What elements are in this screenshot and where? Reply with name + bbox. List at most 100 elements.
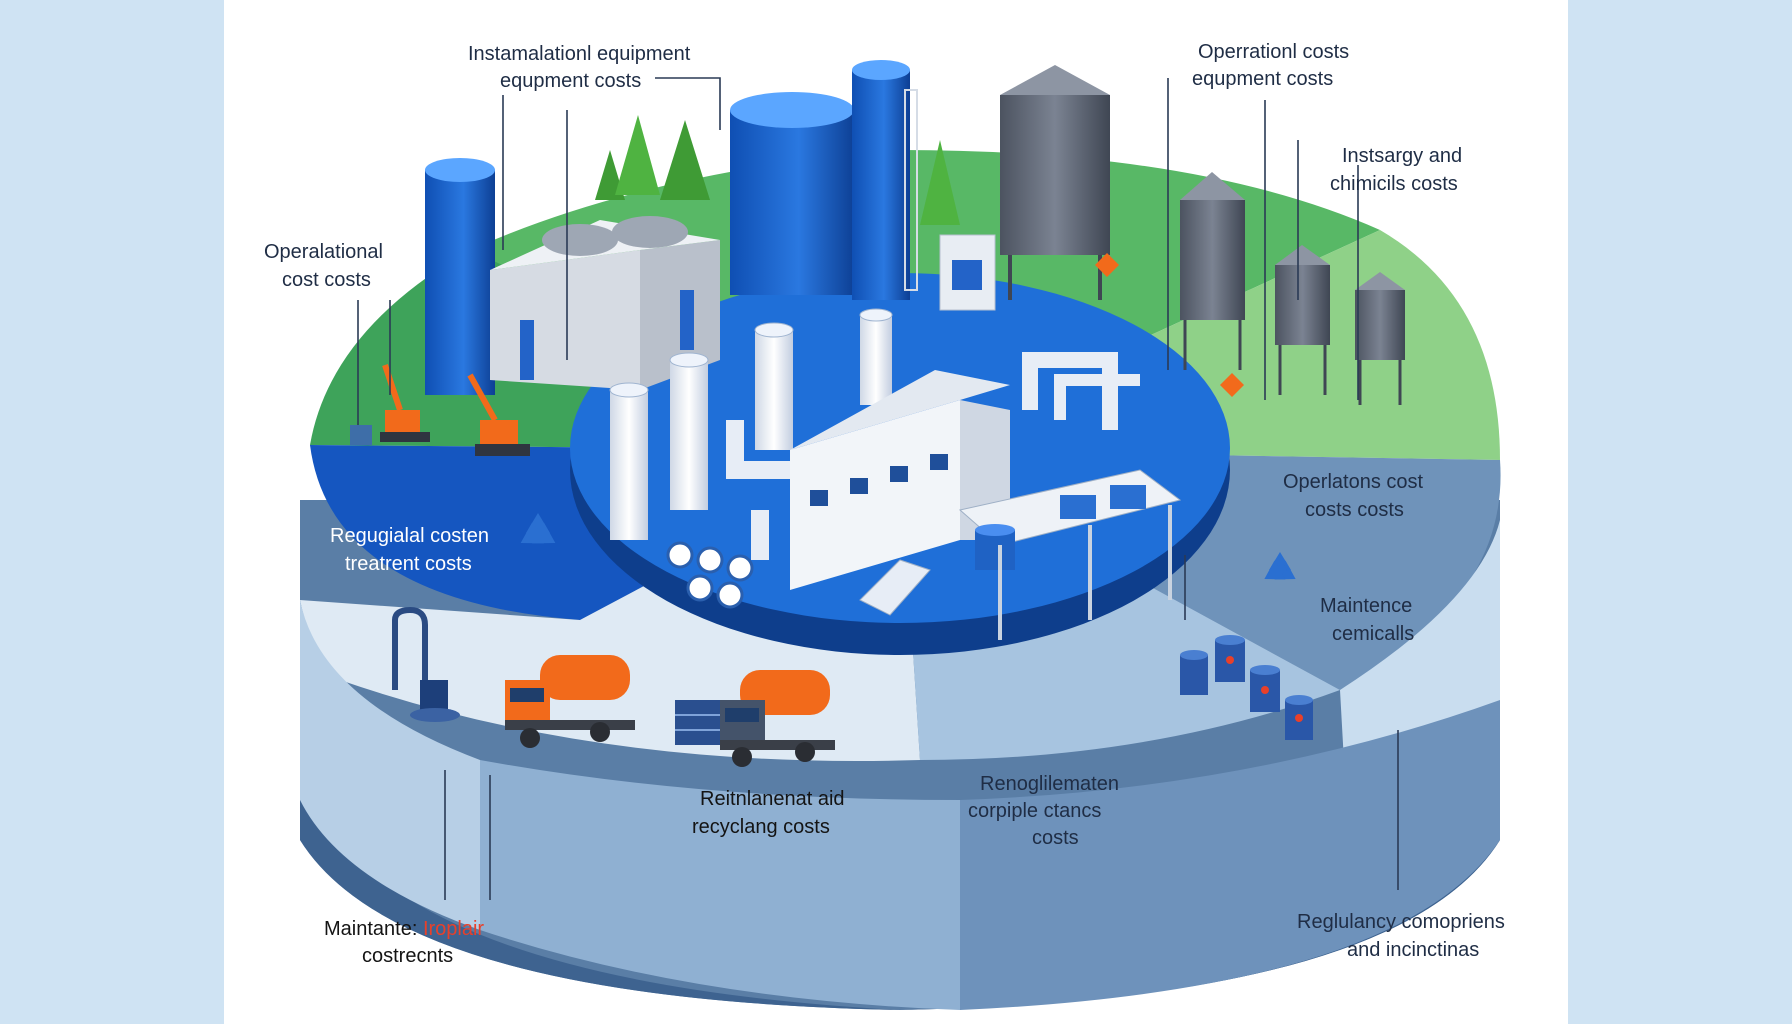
chemical-tanks bbox=[1180, 635, 1313, 740]
tanker-truck-cab bbox=[720, 700, 765, 745]
white-pipe bbox=[755, 330, 793, 450]
white-pipe bbox=[610, 390, 648, 540]
small-silo-roof bbox=[1355, 272, 1405, 290]
label-operations-right-line2: costs costs bbox=[1305, 499, 1404, 521]
tanker-truck-window bbox=[510, 688, 544, 702]
slim-blue-tank-top bbox=[852, 60, 910, 80]
clarifier-building bbox=[490, 216, 720, 390]
label-repair-line2: costrecnts bbox=[362, 945, 453, 967]
window bbox=[850, 478, 868, 494]
process-unit bbox=[1110, 485, 1146, 509]
clarifier-front bbox=[490, 250, 640, 390]
white-pipe bbox=[860, 315, 892, 405]
label-operations-right-line1: Operlatons cost bbox=[1283, 471, 1424, 493]
label-installation-line1: Instamalationl equipment bbox=[468, 43, 691, 65]
tank-ladder bbox=[904, 89, 918, 291]
label-repair-line1b: Iroplair bbox=[423, 918, 484, 940]
small-silo bbox=[1355, 290, 1405, 360]
window bbox=[930, 454, 948, 470]
white-pipe-top bbox=[669, 352, 709, 368]
label-maintenance-right-line1: Maintence bbox=[1320, 595, 1412, 617]
label-maintenance-right-line2: cemicalls bbox=[1332, 623, 1414, 645]
tree bbox=[660, 120, 710, 200]
window bbox=[810, 490, 828, 506]
tall-blue-tank-top bbox=[425, 158, 495, 182]
excavator-body bbox=[480, 420, 518, 444]
label-regulatory-left-line1: Regugialal costen bbox=[330, 525, 489, 547]
tanker-truck-tank bbox=[540, 655, 630, 700]
excavator-track bbox=[380, 432, 430, 442]
label-operation-top-line2: equpment costs bbox=[1192, 68, 1333, 90]
pump-hose bbox=[392, 606, 428, 690]
filter-units bbox=[666, 541, 754, 609]
truck-wheel bbox=[590, 722, 610, 742]
excavator-arm bbox=[467, 373, 498, 422]
treatment-plant bbox=[609, 308, 1182, 640]
plant-building-roof bbox=[790, 370, 1010, 450]
pie-front-segment-2 bbox=[480, 760, 960, 1010]
white-pipe-top bbox=[754, 322, 794, 338]
label-disposal-line1: Reitnlanenat aid bbox=[700, 788, 845, 810]
recycle-icon bbox=[1264, 552, 1296, 580]
excavator-track bbox=[475, 444, 530, 456]
wide-blue-tank-top bbox=[730, 92, 854, 128]
recycle-icon bbox=[520, 513, 556, 544]
small-silo-roof bbox=[1275, 245, 1330, 265]
pie-front-segment-3 bbox=[960, 700, 1500, 1010]
trees bbox=[595, 115, 960, 225]
clarifier-basin bbox=[612, 216, 688, 248]
overhead-pipe bbox=[1054, 374, 1140, 420]
excavator-arm bbox=[382, 364, 403, 411]
orange-valve bbox=[1095, 253, 1119, 277]
truck-wheel bbox=[520, 728, 540, 748]
excavators bbox=[350, 364, 530, 456]
lower-equipment bbox=[392, 606, 1313, 767]
process-tank bbox=[975, 530, 1015, 570]
pump-base bbox=[410, 708, 460, 722]
truck-wheel bbox=[795, 742, 815, 762]
label-energy-line2: chimicils costs bbox=[1330, 173, 1458, 195]
orange-valve bbox=[1220, 373, 1244, 397]
blue-pipe bbox=[520, 320, 534, 380]
white-pipe-top bbox=[859, 308, 893, 322]
plant-building-front bbox=[790, 400, 960, 590]
tanker-truck-window bbox=[725, 708, 759, 722]
cost-labels: Instamalationl equipment equpment costs … bbox=[264, 41, 1505, 967]
wide-blue-tank bbox=[730, 110, 855, 295]
small-silo bbox=[1275, 265, 1330, 345]
stairs bbox=[859, 559, 931, 616]
label-incineration-line1: Reglulancy comopriens bbox=[1297, 911, 1505, 933]
mid-silo bbox=[1180, 200, 1245, 320]
label-incineration-line2: and incinctinas bbox=[1347, 939, 1479, 961]
truck-wheel bbox=[732, 747, 752, 767]
label-energy-line1: Instsargy and bbox=[1342, 145, 1462, 167]
pump-unit bbox=[420, 680, 448, 710]
blue-pipe bbox=[680, 290, 694, 350]
white-pipe-top bbox=[609, 382, 649, 398]
label-regulatory-left-line2: treatrent costs bbox=[345, 553, 472, 575]
label-disposal-line2: recyclang costs bbox=[692, 816, 830, 838]
grey-silos bbox=[939, 65, 1405, 405]
label-compliance-line3: costs bbox=[1032, 827, 1079, 849]
label-operation-top-line1: Operrationl costs bbox=[1198, 41, 1349, 63]
window bbox=[890, 466, 908, 482]
tanker-truck-chassis bbox=[505, 720, 635, 730]
label-compliance-line1: Renoglilematen bbox=[980, 773, 1119, 795]
tanker-truck-cab bbox=[505, 680, 550, 725]
blue-tanks bbox=[425, 60, 918, 395]
label-compliance-line2: corpiple ctancs bbox=[968, 800, 1101, 822]
large-silo bbox=[1000, 95, 1110, 255]
process-unit bbox=[1060, 495, 1096, 519]
white-pipe bbox=[670, 360, 708, 510]
overhead-pipe bbox=[1022, 352, 1118, 430]
label-repair-line1: Maintante: Iroplair bbox=[324, 918, 484, 940]
label-installation-line2: equpment costs bbox=[500, 70, 641, 92]
process-tank-top bbox=[975, 524, 1015, 536]
large-silo-roof bbox=[1000, 65, 1110, 95]
tall-blue-tank bbox=[425, 170, 495, 395]
tree bbox=[615, 115, 660, 195]
excavator-body bbox=[385, 410, 420, 432]
kiosk-panel bbox=[952, 260, 982, 290]
mid-silo-roof bbox=[1180, 172, 1245, 200]
